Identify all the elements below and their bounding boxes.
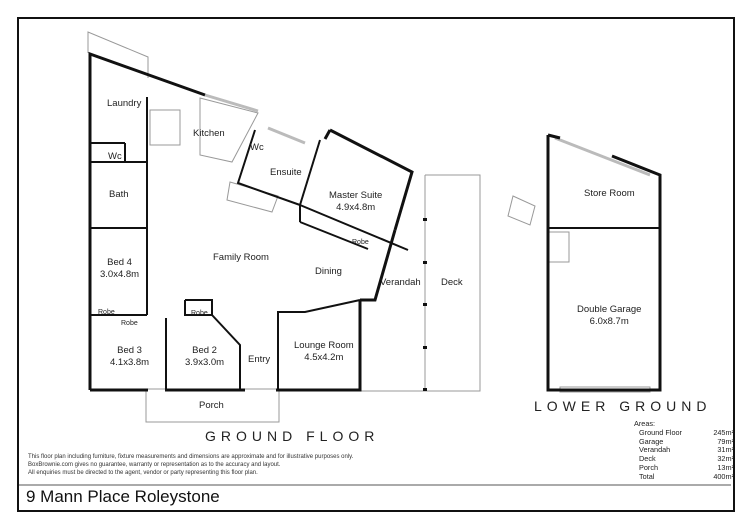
heading-ground-floor: GROUND FLOOR <box>205 428 380 444</box>
room-wc-1: Wc <box>108 151 122 162</box>
room-dining: Dining <box>315 266 342 277</box>
property-address: 9 Mann Place Roleystone <box>26 487 220 506</box>
heading-lower-ground: LOWER GROUND <box>534 398 712 414</box>
room-robe-2: Robe <box>121 320 138 327</box>
room-entry: Entry <box>248 354 271 365</box>
room-store: Store Room <box>584 188 635 199</box>
areas-title: Areas: <box>634 419 656 428</box>
room-family: Family Room <box>213 252 269 263</box>
room-master-robe: Robe <box>352 239 369 246</box>
room-bath: Bath <box>109 189 129 200</box>
room-verandah: Verandah <box>380 277 421 288</box>
room-laundry: Laundry <box>107 98 142 109</box>
room-robe-3: Robe <box>191 310 208 317</box>
room-ensuite: Ensuite <box>270 167 302 178</box>
room-deck: Deck <box>441 277 463 288</box>
room-porch: Porch <box>199 400 224 411</box>
footer-separator <box>19 484 731 486</box>
disclaimer: This floor plan including furniture, fix… <box>28 454 354 476</box>
room-robe-1: Robe <box>98 309 115 316</box>
plan-frame <box>17 17 735 512</box>
room-kitchen: Kitchen <box>193 128 225 139</box>
room-wc-2: Wc <box>250 142 264 153</box>
